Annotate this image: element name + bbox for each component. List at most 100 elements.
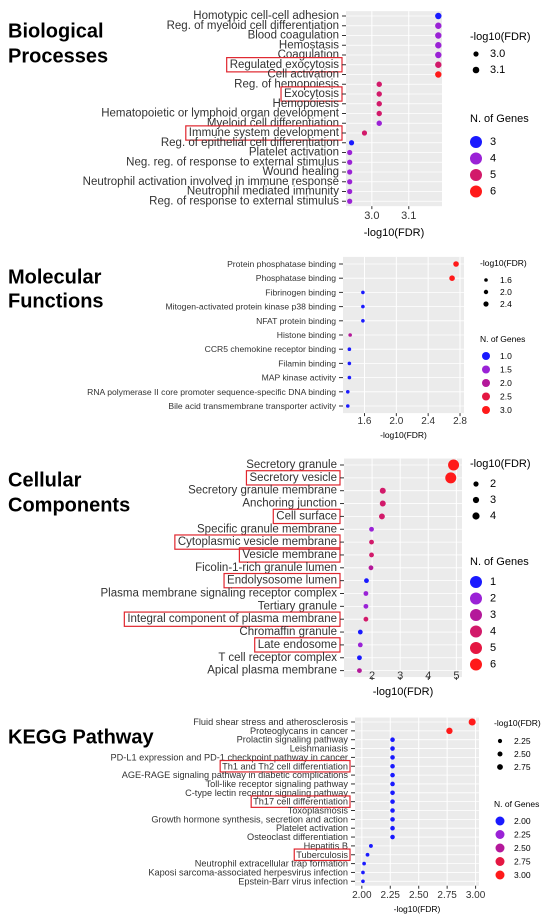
legend-color-label: 5 (490, 169, 496, 181)
data-point (357, 642, 363, 648)
data-point (347, 375, 352, 380)
x-tick-label: 3.00 (466, 890, 486, 901)
term-label: Immune system development (189, 127, 340, 139)
data-point (390, 772, 395, 778)
legend-size-label: 3.0 (490, 48, 505, 60)
legend-color-key (470, 609, 482, 621)
term-label: Fibrinogen binding (265, 287, 336, 297)
x-axis-title: -log10(FDR) (373, 686, 434, 698)
data-point (362, 861, 366, 866)
data-point (363, 616, 369, 622)
legend-size-key (484, 278, 488, 282)
term-label: Specific granule membrane (197, 523, 337, 535)
data-point (376, 91, 382, 97)
x-tick-label: 4 (425, 670, 431, 682)
data-point (376, 120, 382, 126)
term-label: Reg. of myeloid cell differentiation (167, 20, 339, 32)
term-label: RNA polymerase II core promoter sequence… (87, 387, 336, 397)
term-label: Secretory vesicle (249, 472, 337, 484)
x-tick-label: 2 (369, 670, 375, 682)
term-label: Protein phosphatase binding (227, 259, 336, 269)
data-point (435, 22, 442, 29)
legend-color-label: 2.50 (514, 843, 531, 853)
legend-color-title: N. of Genes (494, 799, 539, 809)
legend-color-key (482, 406, 490, 414)
legend-color-key (470, 592, 482, 605)
data-point (446, 727, 453, 735)
data-point (435, 32, 442, 39)
term-label: Regulated exocytosis (230, 59, 340, 71)
term-label: Blood coagulation (248, 30, 339, 42)
legend-size-label: 2.75 (514, 762, 531, 772)
term-label: Tertiary granule (258, 600, 337, 612)
term-label: Neutrophil mediated immunity (187, 186, 339, 198)
data-point (365, 852, 370, 857)
data-point (347, 198, 353, 204)
data-point (347, 347, 352, 352)
x-tick-label: 2.25 (381, 890, 401, 901)
legend-color-label: 3.00 (514, 870, 531, 880)
term-label: Toll-like receptor signaling pathway (206, 779, 349, 789)
data-point (390, 790, 395, 796)
term-label: Phosphatase binding (256, 273, 336, 283)
term-label: Platelet activation (249, 147, 339, 159)
term-label: NFAT protein binding (256, 316, 336, 326)
legend-size-key (472, 66, 480, 74)
term-label: Cytoplasmic vesicle membrane (178, 536, 337, 548)
term-label: Hematopoietic or lymphoid organ developm… (101, 108, 340, 120)
data-point (361, 290, 365, 295)
term-label: Mitogen-activated protein kinase p38 bin… (165, 302, 336, 312)
legend-color-key (470, 152, 482, 165)
panel-title: KEGG Pathway (8, 727, 154, 749)
data-point (348, 140, 355, 146)
data-point (435, 71, 442, 78)
term-label: PD-L1 expression and PD-1 checkpoint pat… (111, 752, 348, 762)
term-label: Histone binding (277, 330, 336, 340)
term-label: Fluid shear stress and atherosclerosis (193, 717, 348, 727)
legend-color-label: 2.00 (514, 816, 531, 826)
highlight-box (219, 759, 351, 773)
legend-size-key (497, 751, 503, 757)
term-label: Tuberculosis (296, 850, 348, 860)
legend-size-label: 2.4 (500, 299, 512, 309)
data-point (347, 149, 353, 156)
panel-title-line: Molecular (8, 267, 102, 289)
data-point (390, 808, 395, 813)
legend-color-key (470, 136, 482, 148)
legend-color-label: 4 (490, 626, 496, 638)
data-point (379, 500, 386, 507)
data-point (361, 319, 365, 323)
legend-size-label: 2 (490, 478, 496, 490)
legend-color-label: 3 (490, 136, 496, 148)
legend-size-key (473, 481, 479, 487)
plot-background (346, 11, 442, 207)
highlight-box (293, 848, 351, 862)
x-tick-label: 1.6 (358, 416, 372, 427)
x-tick-label: 3 (397, 670, 403, 682)
data-point (345, 390, 350, 394)
legend-size-title: -log10(FDR) (470, 458, 531, 470)
legend-color-key (470, 658, 482, 671)
data-point (376, 101, 382, 107)
data-point (361, 870, 365, 875)
legend-size-title: -log10(FDR) (494, 718, 541, 728)
term-label: Apical plasma membrane (207, 665, 337, 677)
data-point (363, 591, 369, 596)
term-label: Neutrophil activation involved in immune… (83, 176, 339, 188)
term-label: Th1 and Th2 cell differentiation (222, 761, 348, 771)
data-point (357, 655, 362, 661)
term-label: Late endosome (258, 639, 337, 651)
legend-color-key (470, 169, 482, 181)
legend-color-key (482, 392, 490, 401)
data-point (369, 539, 374, 545)
legend-color-key (482, 352, 490, 360)
legend-color-key (470, 576, 482, 588)
data-point (347, 188, 353, 195)
x-tick-label: 2.00 (352, 890, 372, 901)
term-label: Cell activation (267, 69, 339, 81)
term-label: Secretory granule membrane (188, 485, 337, 497)
legend-color-label: 3.0 (500, 405, 512, 415)
data-point (369, 526, 374, 532)
data-point (376, 81, 382, 87)
